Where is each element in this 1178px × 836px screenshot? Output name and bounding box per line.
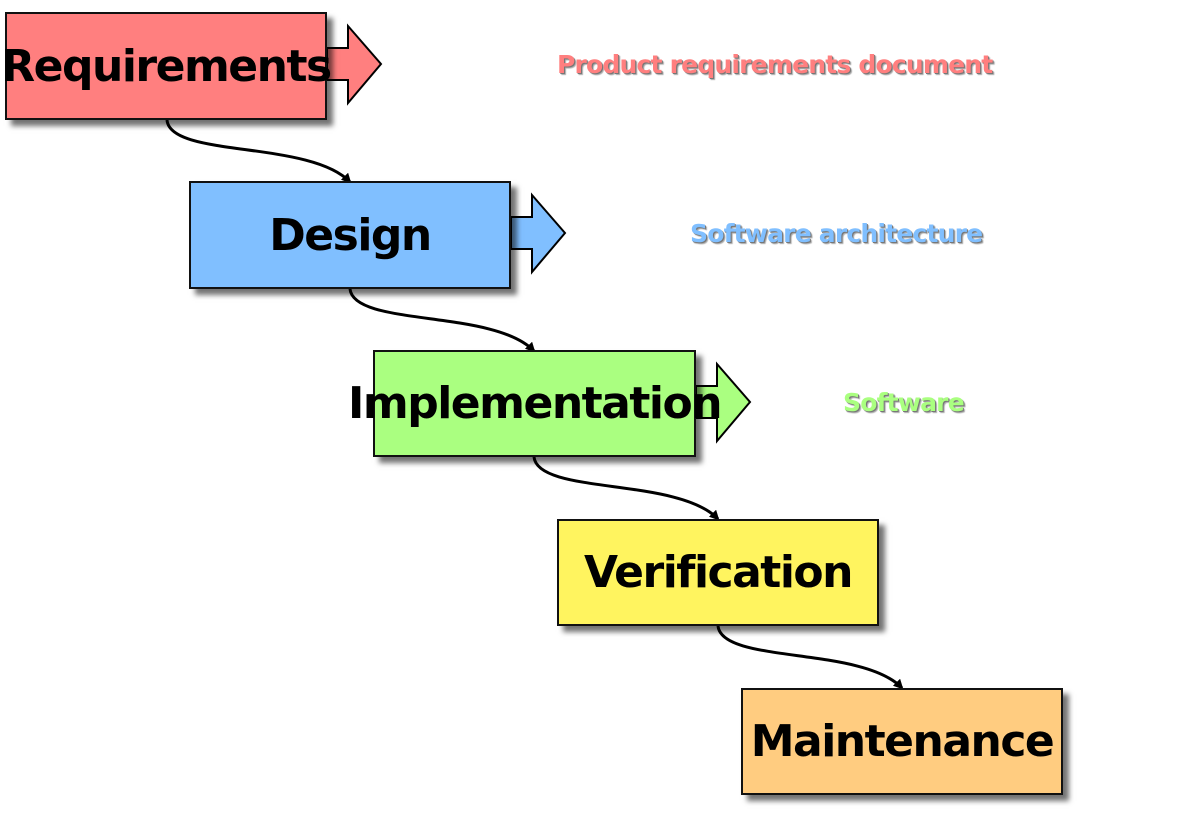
output-arrow-design bbox=[510, 192, 567, 275]
output-label-design: Software architecture bbox=[690, 219, 983, 248]
stage-verification: Verification bbox=[557, 519, 879, 626]
stage-design: Design bbox=[189, 181, 511, 289]
connector-requirements-design bbox=[165, 119, 352, 184]
stage-maintenance: Maintenance bbox=[741, 688, 1063, 795]
stage-requirements: Requirements bbox=[1, 12, 332, 120]
output-label-implementation: Software bbox=[843, 388, 965, 417]
output-arrow-requirements bbox=[326, 23, 383, 106]
output-arrow-implementation bbox=[695, 361, 752, 444]
connector-design-implementation bbox=[348, 288, 536, 353]
connector-implementation-verification bbox=[532, 456, 720, 521]
connector-verification-maintenance bbox=[716, 625, 904, 690]
output-label-requirements: Product requirements document bbox=[557, 50, 993, 79]
stage-implementation: Implementation bbox=[348, 350, 723, 457]
